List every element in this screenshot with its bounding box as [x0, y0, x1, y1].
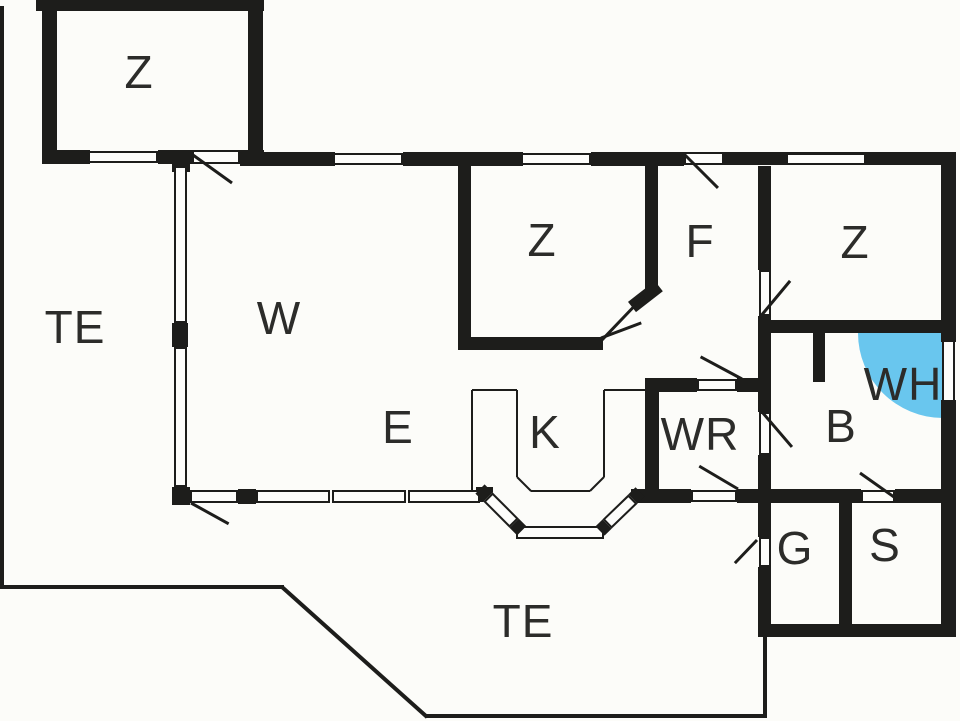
kitchen-counter — [604, 389, 648, 391]
door-swing — [733, 538, 759, 565]
bay-window — [483, 492, 519, 528]
wall-segment — [248, 8, 263, 156]
room-label-z2: Z — [527, 214, 557, 266]
kitchen-counter — [531, 490, 590, 492]
kitchen-counter — [603, 390, 605, 477]
wall-segment — [737, 378, 758, 392]
window — [521, 153, 591, 165]
wall-segment — [458, 337, 603, 350]
room-label-b: B — [825, 400, 857, 452]
room-label-k: K — [529, 406, 561, 458]
window — [408, 490, 480, 503]
kitchen-counter — [516, 476, 532, 492]
door-opening — [691, 490, 737, 502]
room-label-te-south: TE — [492, 595, 554, 647]
window — [174, 166, 187, 323]
terrace-edge — [0, 585, 284, 589]
wall-segment — [240, 152, 335, 166]
terrace-edge — [763, 637, 767, 716]
wall-segment — [737, 489, 758, 503]
wall-segment — [758, 624, 956, 637]
wall-segment — [813, 333, 825, 382]
wall-segment — [42, 150, 90, 164]
kitchen-counter — [472, 389, 517, 391]
window — [88, 151, 158, 163]
wall-segment — [941, 400, 956, 637]
wall-segment — [758, 166, 771, 270]
door-opening — [190, 490, 238, 503]
kitchen-counter — [516, 390, 518, 477]
door-swing — [698, 464, 739, 491]
room-label-w: W — [256, 292, 302, 344]
terrace-edge — [0, 6, 5, 589]
door-swing — [190, 501, 230, 526]
wall-segment — [238, 489, 256, 504]
wall-segment — [172, 487, 190, 505]
wall-segment — [941, 152, 956, 342]
room-label-te-west: TE — [44, 301, 106, 353]
wall-segment — [758, 330, 771, 412]
window — [942, 340, 955, 402]
window — [332, 490, 406, 503]
kitchen-counter — [471, 390, 473, 490]
terrace-edge — [280, 585, 429, 719]
window — [174, 347, 187, 487]
room-label-f: F — [685, 215, 715, 267]
window — [786, 153, 866, 165]
wall-segment — [36, 0, 264, 11]
wall-segment — [758, 489, 861, 503]
window — [333, 153, 403, 165]
kitchen-counter — [647, 390, 649, 490]
wall-segment — [631, 489, 691, 503]
room-label-wr: WR — [660, 408, 740, 460]
room-label-wh: WH — [863, 358, 943, 410]
wall-segment — [458, 166, 471, 350]
wall-segment — [839, 503, 852, 625]
room-label-s: S — [869, 519, 901, 571]
door-opening — [759, 537, 771, 567]
wall-segment — [758, 567, 771, 637]
room-label-e: E — [382, 401, 414, 453]
room-label-g: G — [776, 522, 814, 574]
door-opening — [697, 379, 737, 391]
wall-segment — [895, 489, 956, 503]
wall-segment — [591, 152, 684, 166]
bay-window — [602, 494, 638, 529]
door-swing — [700, 355, 743, 381]
wall-segment — [403, 152, 523, 166]
window — [516, 526, 604, 539]
wall-segment — [645, 166, 658, 290]
window — [256, 490, 330, 503]
wall-segment — [758, 320, 941, 333]
door-swing — [600, 321, 642, 340]
wall-segment — [42, 8, 57, 164]
room-label-z3: Z — [840, 216, 870, 268]
terrace-edge — [425, 714, 767, 718]
kitchen-counter — [589, 476, 605, 492]
wall-segment — [172, 323, 188, 347]
room-label-z1: Z — [124, 46, 154, 98]
